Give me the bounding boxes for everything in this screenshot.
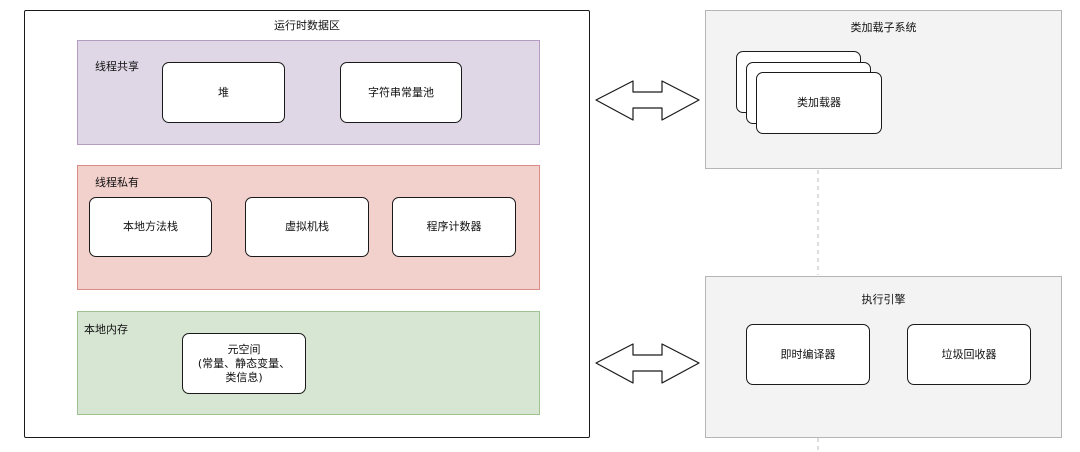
native-method-stack-box: 本地方法栈 xyxy=(89,197,212,257)
class-loader-box: 类加载器 xyxy=(756,72,882,134)
native-memory-label: 本地内存 xyxy=(84,323,128,336)
class-loader-subsystem-title: 类加载子系统 xyxy=(850,21,917,34)
runtime-data-area-title: 运行时数据区 xyxy=(274,19,340,32)
program-counter-box: 程序计数器 xyxy=(392,197,516,257)
metaspace-line-1: 元空间 xyxy=(227,342,261,356)
execution-engine-title: 执行引擎 xyxy=(861,293,906,306)
native-memory-region: 本地内存 xyxy=(77,311,540,415)
string-constant-pool-box: 字符串常量池 xyxy=(340,62,462,123)
metaspace-box: 元空间 (常量、静态变量、 类信息) xyxy=(182,333,306,394)
vm-stack-box: 虚拟机栈 xyxy=(245,197,369,257)
garbage-collector-box: 垃圾回收器 xyxy=(907,324,1031,385)
thread-shared-label: 线程共享 xyxy=(95,60,139,73)
thread-shared-region: 线程共享 xyxy=(77,40,540,145)
jit-compiler-box: 即时编译器 xyxy=(746,324,870,385)
heap-box: 堆 xyxy=(162,62,285,123)
metaspace-line-3: 类信息) xyxy=(225,370,263,384)
thread-private-label: 线程私有 xyxy=(95,176,139,189)
metaspace-line-2: (常量、静态变量、 xyxy=(197,356,291,370)
